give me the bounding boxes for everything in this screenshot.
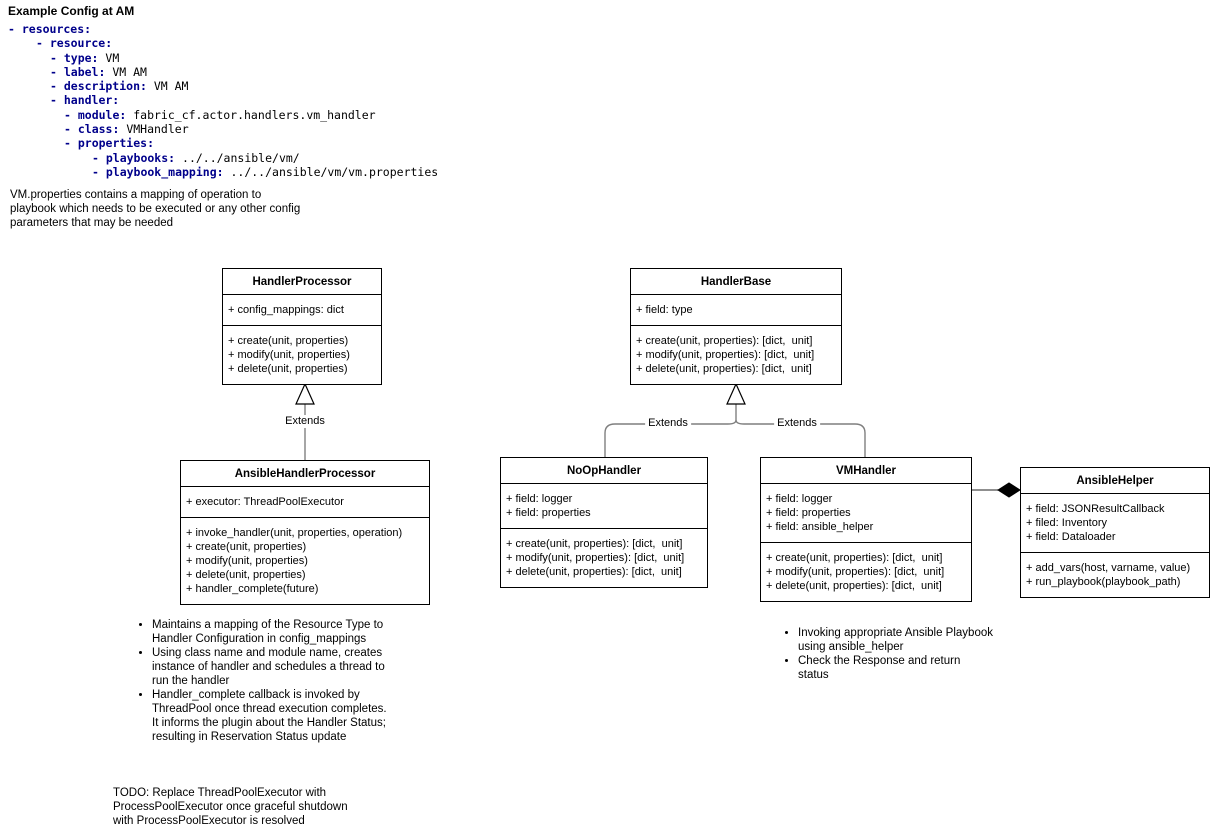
config-line: - class: VMHandler: [64, 122, 189, 137]
class-methods: + create(unit, properties): [dict, unit]…: [761, 542, 971, 601]
class-box-vm-handler: VMHandler + field: logger + field: proper…: [760, 457, 972, 602]
class-attributes: + field: logger + field: properties + fiel…: [761, 483, 971, 542]
note-bullet: Invoking appropriate Ansible Playbook us…: [798, 626, 993, 654]
config-line: - description: VM AM: [50, 79, 189, 94]
method: + run_playbook(playbook_path): [1026, 576, 1181, 588]
class-methods: + create(unit, properties): [dict, unit]…: [501, 528, 707, 587]
attribute: + field: properties: [766, 507, 851, 519]
inheritance-triangle-icon-handlerbase: [726, 382, 746, 405]
config-line: - type: VM: [50, 50, 120, 65]
attribute: + filed: Inventory: [1026, 517, 1108, 529]
attribute: + field: properties: [506, 507, 591, 519]
class-attributes: + field: type: [631, 294, 841, 325]
method: + create(unit, properties): [dict, unit]: [766, 552, 943, 564]
notes-ansible-handler-processor: Maintains a mapping of the Resource Type…: [122, 618, 390, 744]
method: + delete(unit, properties): [228, 363, 348, 375]
method: + delete(unit, properties): [dict, unit]: [506, 566, 682, 578]
method: + add_vars(host, varname, value): [1026, 562, 1191, 574]
class-attributes: + field: logger + field: properties: [501, 483, 707, 528]
method: + modify(unit, properties): [dict, unit]: [766, 566, 945, 578]
class-box-ansible-helper: AnsibleHelper + field: JSONResultCallbac…: [1020, 467, 1210, 598]
attribute: + field: type: [636, 304, 693, 316]
method: + create(unit, properties): [dict, unit]: [506, 538, 683, 550]
notes-vm-handler: Invoking appropriate Ansible Playbook us…: [768, 626, 993, 682]
class-methods: + create(unit, properties): [dict, unit]…: [631, 325, 841, 384]
class-title: HandlerProcessor: [252, 276, 352, 288]
note-bullet: Check the Response and return status: [798, 654, 993, 682]
inheritance-triangle-icon-handlerprocessor: [295, 382, 315, 405]
attribute: + config_mappings: dict: [228, 304, 344, 316]
method: + create(unit, properties): [dict, unit]: [636, 335, 813, 347]
class-methods: + invoke_handler(unit, properties, opera…: [181, 517, 429, 604]
class-methods: + add_vars(host, varname, value) + run_pl…: [1021, 552, 1209, 597]
extends-label-handlerprocessor: Extends: [282, 415, 328, 428]
config-line: - resources:: [8, 22, 92, 36]
method: + handler_complete(future): [186, 583, 319, 595]
method: + modify(unit, properties): [228, 349, 350, 361]
config-line: - label: VM AM: [50, 64, 147, 79]
class-methods: + create(unit, properties) + modify(unit,…: [223, 325, 381, 384]
note-bullet: Handler_complete callback is invoked by …: [152, 688, 390, 744]
method: + delete(unit, properties): [dict, unit]: [636, 363, 812, 375]
config-line: - playbooks: ../../ansible/vm/: [92, 150, 300, 165]
class-box-ansible-handler-processor: AnsibleHandlerProcessor + executor: Thre…: [180, 460, 430, 605]
note-bullet: Using class name and module name, create…: [152, 646, 390, 688]
page-title: Example Config at AM: [8, 4, 135, 18]
attribute: + field: logger: [506, 493, 573, 505]
config-line: - module: fabric_cf.actor.handlers.vm_ha…: [64, 107, 376, 122]
method: + modify(unit, properties): [dict, unit]: [636, 349, 815, 361]
attribute: + executor: ThreadPoolExecutor: [186, 496, 344, 508]
class-attributes: + field: JSONResultCallback + filed: Inve…: [1021, 493, 1209, 552]
class-attributes: + executor: ThreadPoolExecutor: [181, 486, 429, 517]
class-title: VMHandler: [835, 465, 897, 477]
yaml-config-block: - resources:- resource:- type: VM- label…: [0, 22, 438, 179]
note-bullet: Maintains a mapping of the Resource Type…: [152, 618, 390, 646]
config-line: - playbook_mapping: ../../ansible/vm/vm.…: [92, 164, 439, 179]
attribute: + field: logger: [766, 493, 833, 505]
method: + delete(unit, properties): [dict, unit]: [766, 580, 942, 592]
config-line: - handler:: [50, 93, 120, 108]
method: + modify(unit, properties): [dict, unit]: [506, 552, 685, 564]
method: + delete(unit, properties): [186, 569, 306, 581]
method: + create(unit, properties): [228, 335, 349, 347]
attribute: + field: ansible_helper: [766, 521, 874, 533]
config-line: - resource:: [36, 36, 113, 51]
vm-properties-note: VM.properties contains a mapping of oper…: [10, 189, 301, 229]
class-title: AnsibleHelper: [1076, 475, 1154, 487]
class-title: HandlerBase: [700, 276, 772, 288]
extends-label-noophandler: Extends: [645, 417, 691, 430]
attribute: + field: Dataloader: [1026, 531, 1116, 543]
method: + modify(unit, properties): [186, 555, 308, 567]
class-title: AnsibleHandlerProcessor: [234, 468, 376, 480]
config-line: - properties:: [64, 136, 155, 151]
extends-label-vmhandler: Extends: [774, 417, 820, 430]
attribute: + field: JSONResultCallback: [1026, 503, 1165, 515]
method: + create(unit, properties): [186, 541, 307, 553]
method: + invoke_handler(unit, properties, opera…: [186, 527, 403, 539]
class-attributes: + config_mappings: dict: [223, 294, 381, 325]
todo-note: TODO: Replace ThreadPoolExecutor with Pr…: [113, 787, 348, 827]
composition-diamond-icon: [997, 482, 1021, 498]
class-box-handler-processor: HandlerProcessor + config_mappings: dict…: [222, 268, 382, 385]
class-box-noop-handler: NoOpHandler + field: logger + field: prop…: [500, 457, 708, 588]
class-box-handler-base: HandlerBase + field: type + create(unit,…: [630, 268, 842, 385]
class-title: NoOpHandler: [566, 465, 642, 477]
